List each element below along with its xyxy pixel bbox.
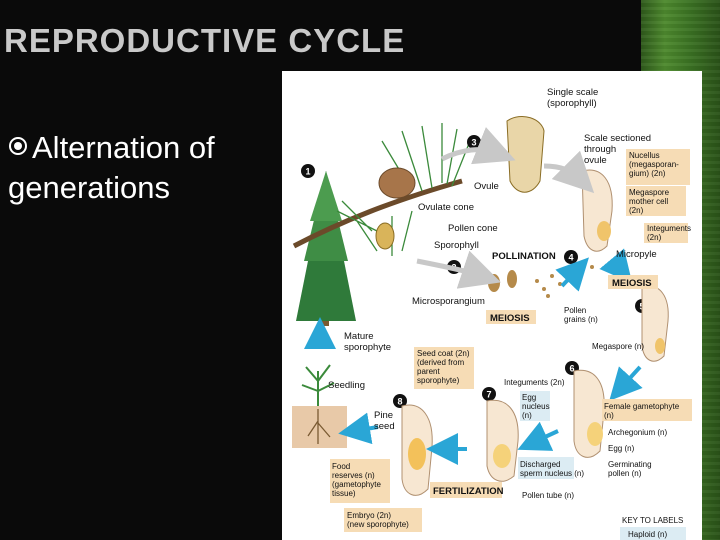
label-integuments-mid: Integuments (2n) xyxy=(504,378,565,387)
label-megaspore: Megaspore (n) xyxy=(592,342,644,351)
label-micropyle: Micropyle xyxy=(616,249,657,260)
label-seedling: Seedling xyxy=(328,380,365,391)
label-ovule: Ovule xyxy=(474,181,499,192)
pine-tree-illustration xyxy=(296,171,356,326)
slide-title: REPRODUCTIVE CYCLE xyxy=(4,22,406,59)
label-ovulate-cone: Ovulate cone xyxy=(418,202,474,213)
label-sporophyll: Sporophyll xyxy=(434,240,479,251)
label-egg: Egg (n) xyxy=(608,444,635,453)
svg-text:Single scale(sporophyll): Single scale(sporophyll) xyxy=(547,87,598,109)
step-6: 6 xyxy=(569,364,574,374)
label-key-haploid: Haploid (n) xyxy=(628,530,667,539)
label-microsporangium: Microsporangium xyxy=(412,296,485,307)
step-8: 8 xyxy=(397,397,402,407)
label-pollen-tube: Pollen tube (n) xyxy=(522,491,574,500)
svg-text:Nucellus(megasporan-gium) (2n): Nucellus(megasporan-gium) (2n) xyxy=(629,151,679,178)
diagram-canvas: 1 2 3 4 5 6 7 8 xyxy=(292,87,692,540)
svg-text:Embryo (2n)(new sporophyte): Embryo (2n)(new sporophyte) xyxy=(347,511,409,529)
label-key-title: KEY TO LABELS xyxy=(622,516,683,525)
pine-life-cycle-diagram: 1 2 3 4 5 6 7 8 xyxy=(282,71,702,540)
svg-text:Female gametophyte(n): Female gametophyte(n) xyxy=(604,402,680,420)
bullet-text: Alternation of generations xyxy=(8,130,215,205)
label-pollination: POLLINATION xyxy=(492,251,556,262)
label-single-scale-1: Single scale xyxy=(547,87,598,98)
label-archegonium: Archegonium (n) xyxy=(608,428,667,437)
step-4: 4 xyxy=(568,253,573,263)
cycle-arrows xyxy=(304,127,643,465)
bullet-item: Alternation of generations xyxy=(8,128,258,208)
label-fertilization: FERTILIZATION xyxy=(433,486,504,497)
branch-illustration xyxy=(292,123,473,256)
step-3: 3 xyxy=(471,138,476,148)
step-7: 7 xyxy=(486,390,491,400)
bullet-icon xyxy=(9,137,27,155)
svg-text:Integuments(2n): Integuments(2n) xyxy=(647,224,691,242)
step-1: 1 xyxy=(305,167,310,177)
label-meiosis-right: MEIOSIS xyxy=(612,278,652,289)
label-pollen-cone: Pollen cone xyxy=(448,223,498,234)
structure-illustrations xyxy=(292,116,669,496)
label-meiosis-left: MEIOSIS xyxy=(490,313,530,324)
